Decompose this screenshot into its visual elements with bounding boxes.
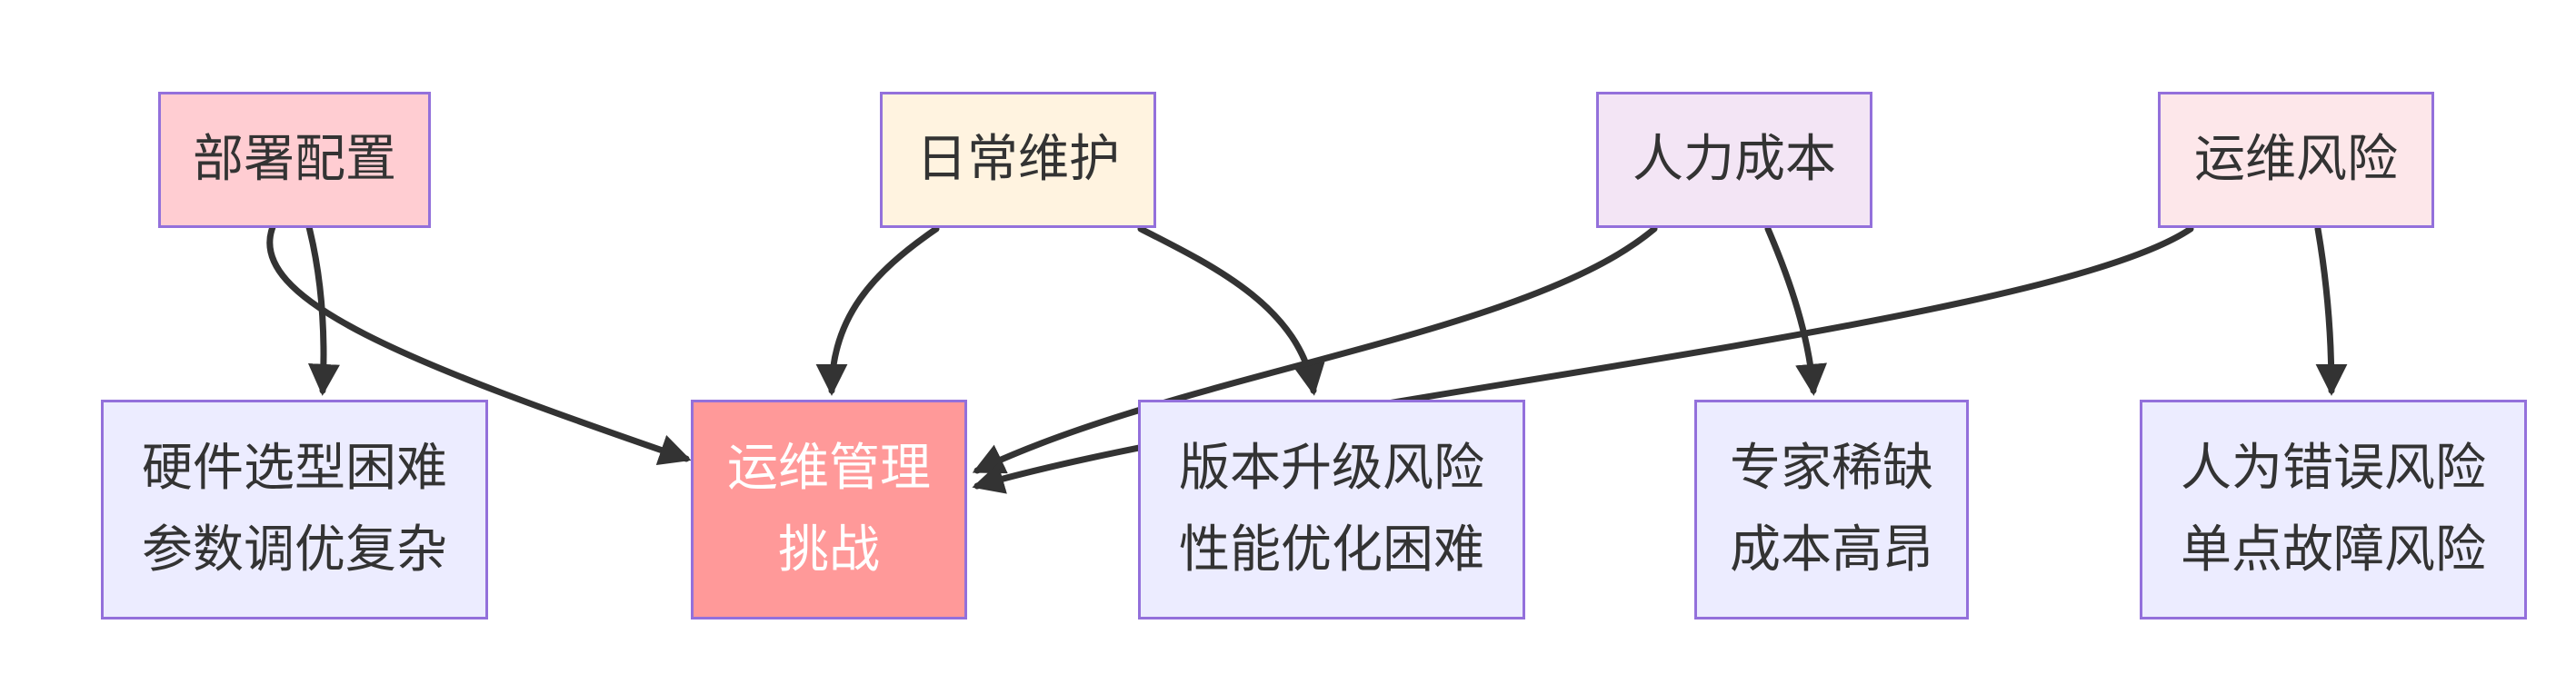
node-label-line: 专家稀缺 [1730, 439, 1933, 498]
node-deploy-config[interactable]: 部署配置 [158, 92, 431, 228]
node-label-line: 人为错误风险 [2181, 439, 2486, 498]
node-label-line: 成本高昂 [1730, 520, 1933, 580]
node-ops-risk[interactable]: 运维风险 [2158, 92, 2434, 228]
edge-risk-human [2314, 225, 2348, 396]
node-upgrade-performance[interactable]: 版本升级风险 性能优化困难 [1138, 400, 1525, 619]
node-label: 人力成本 [1632, 130, 1836, 189]
node-label-line: 参数调优复杂 [142, 520, 447, 580]
node-label-line: 性能优化困难 [1179, 520, 1484, 580]
node-label-line: 运维管理 [727, 439, 931, 498]
edge-maint-challenge [815, 225, 940, 396]
node-ops-challenge[interactable]: 运维管理 挑战 [691, 400, 967, 619]
node-label-line: 版本升级风险 [1179, 439, 1484, 498]
node-label-line: 挑战 [778, 520, 880, 580]
edge-deploy-challenge [266, 223, 692, 466]
node-label-line: 硬件选型困难 [142, 439, 447, 498]
edge-labor-challenge [972, 225, 1658, 474]
edge-labor-expert [1764, 225, 1828, 396]
node-human-error[interactable]: 人为错误风险 单点故障风险 [2140, 400, 2527, 619]
node-label-line: 单点故障风险 [2181, 520, 2486, 580]
node-label: 部署配置 [193, 130, 396, 189]
edge-risk-challenge [972, 225, 2194, 494]
node-label: 运维风险 [2194, 130, 2398, 189]
node-expert-scarcity[interactable]: 专家稀缺 成本高昂 [1694, 400, 1969, 619]
node-hardware-tuning[interactable]: 硬件选型困难 参数调优复杂 [101, 400, 488, 619]
node-labor-cost[interactable]: 人力成本 [1596, 92, 1872, 228]
node-daily-maintenance[interactable]: 日常维护 [880, 92, 1156, 228]
node-label: 日常维护 [916, 130, 1120, 189]
